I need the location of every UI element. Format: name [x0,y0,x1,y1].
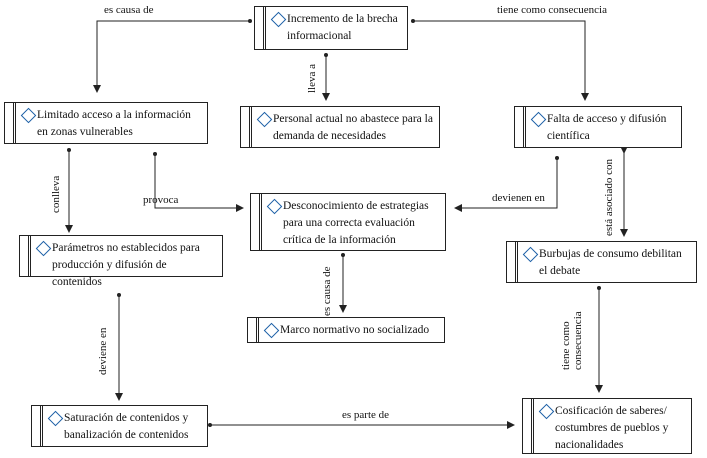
node-parametros[interactable]: Parámetros no establecidos para producci… [19,235,223,288]
node-falta[interactable]: Falta de acceso y difusión científica [514,106,682,148]
diamond-icon [263,322,280,339]
node-cosificacion[interactable]: Cosificación de saberes/ costumbres de p… [522,398,692,454]
link-label-es-causa-de-mid: es causa de [321,266,333,316]
diamond-icon [270,11,287,28]
link-label-lleva-a: lleva a [306,63,318,93]
node-saturacion[interactable]: Saturación de contenidos y banalización … [31,405,208,447]
node-label: Cosificación de saberes/ costumbres de p… [555,405,669,451]
diamond-icon [530,111,547,128]
diamond-icon [266,198,283,215]
link-label-es-parte-de: es parte de [342,409,390,421]
link-label-devienen-en: devienen en [492,192,545,204]
node-incremento[interactable]: Incremento de la brecha informacional [254,6,408,50]
node-label: Parámetros no establecidos para producci… [52,242,200,288]
node-marco[interactable]: Marco normativo no socializado [247,317,445,343]
link-label-tiene-como-consecuencia-right-1: tiene como consecuencia [560,311,584,370]
node-limitado[interactable]: Limitado acceso a la información en zona… [4,102,208,144]
diamond-icon [35,240,52,257]
link-label-esta-asociado-con: está asociado con [603,159,615,236]
diamond-icon [522,246,539,263]
link-label-conlleva: conlleva [50,175,62,213]
link-label-deviene-en: deviene en [97,327,109,375]
node-label: Desconocimiento de estrategias para una … [283,200,429,246]
edge-es-causa-de-top [93,20,250,93]
link-label-provoca: provoca [143,194,179,206]
node-personal[interactable]: Personal actual no abastece para la dema… [240,106,440,148]
node-label: Falta de acceso y difusión científica [547,113,667,142]
node-label: Burbujas de consumo debilitan el debate [539,248,682,277]
diamond-icon [20,107,37,124]
edge-devienen-en [454,158,558,212]
edge-tiene-como-consecuencia-top [413,20,589,101]
node-label: Incremento de la brecha informacional [287,13,398,42]
node-label: Marco normativo no socializado [280,324,430,336]
node-label: Saturación de contenidos y banalización … [64,412,189,441]
link-label-es-causa-de-top: es causa de [104,4,154,16]
diamond-icon [538,403,555,420]
node-desconocimiento[interactable]: Desconocimiento de estrategias para una … [250,193,446,251]
diamond-icon [47,410,64,427]
node-label: Personal actual no abastece para la dema… [273,113,433,142]
link-label-tiene-como-consecuencia-top: tiene como consecuencia [497,4,607,16]
edge-provoca [154,154,244,212]
node-burbujas[interactable]: Burbujas de consumo debilitan el debate [506,241,697,283]
diamond-icon [256,111,273,128]
node-label: Limitado acceso a la información en zona… [37,109,191,138]
